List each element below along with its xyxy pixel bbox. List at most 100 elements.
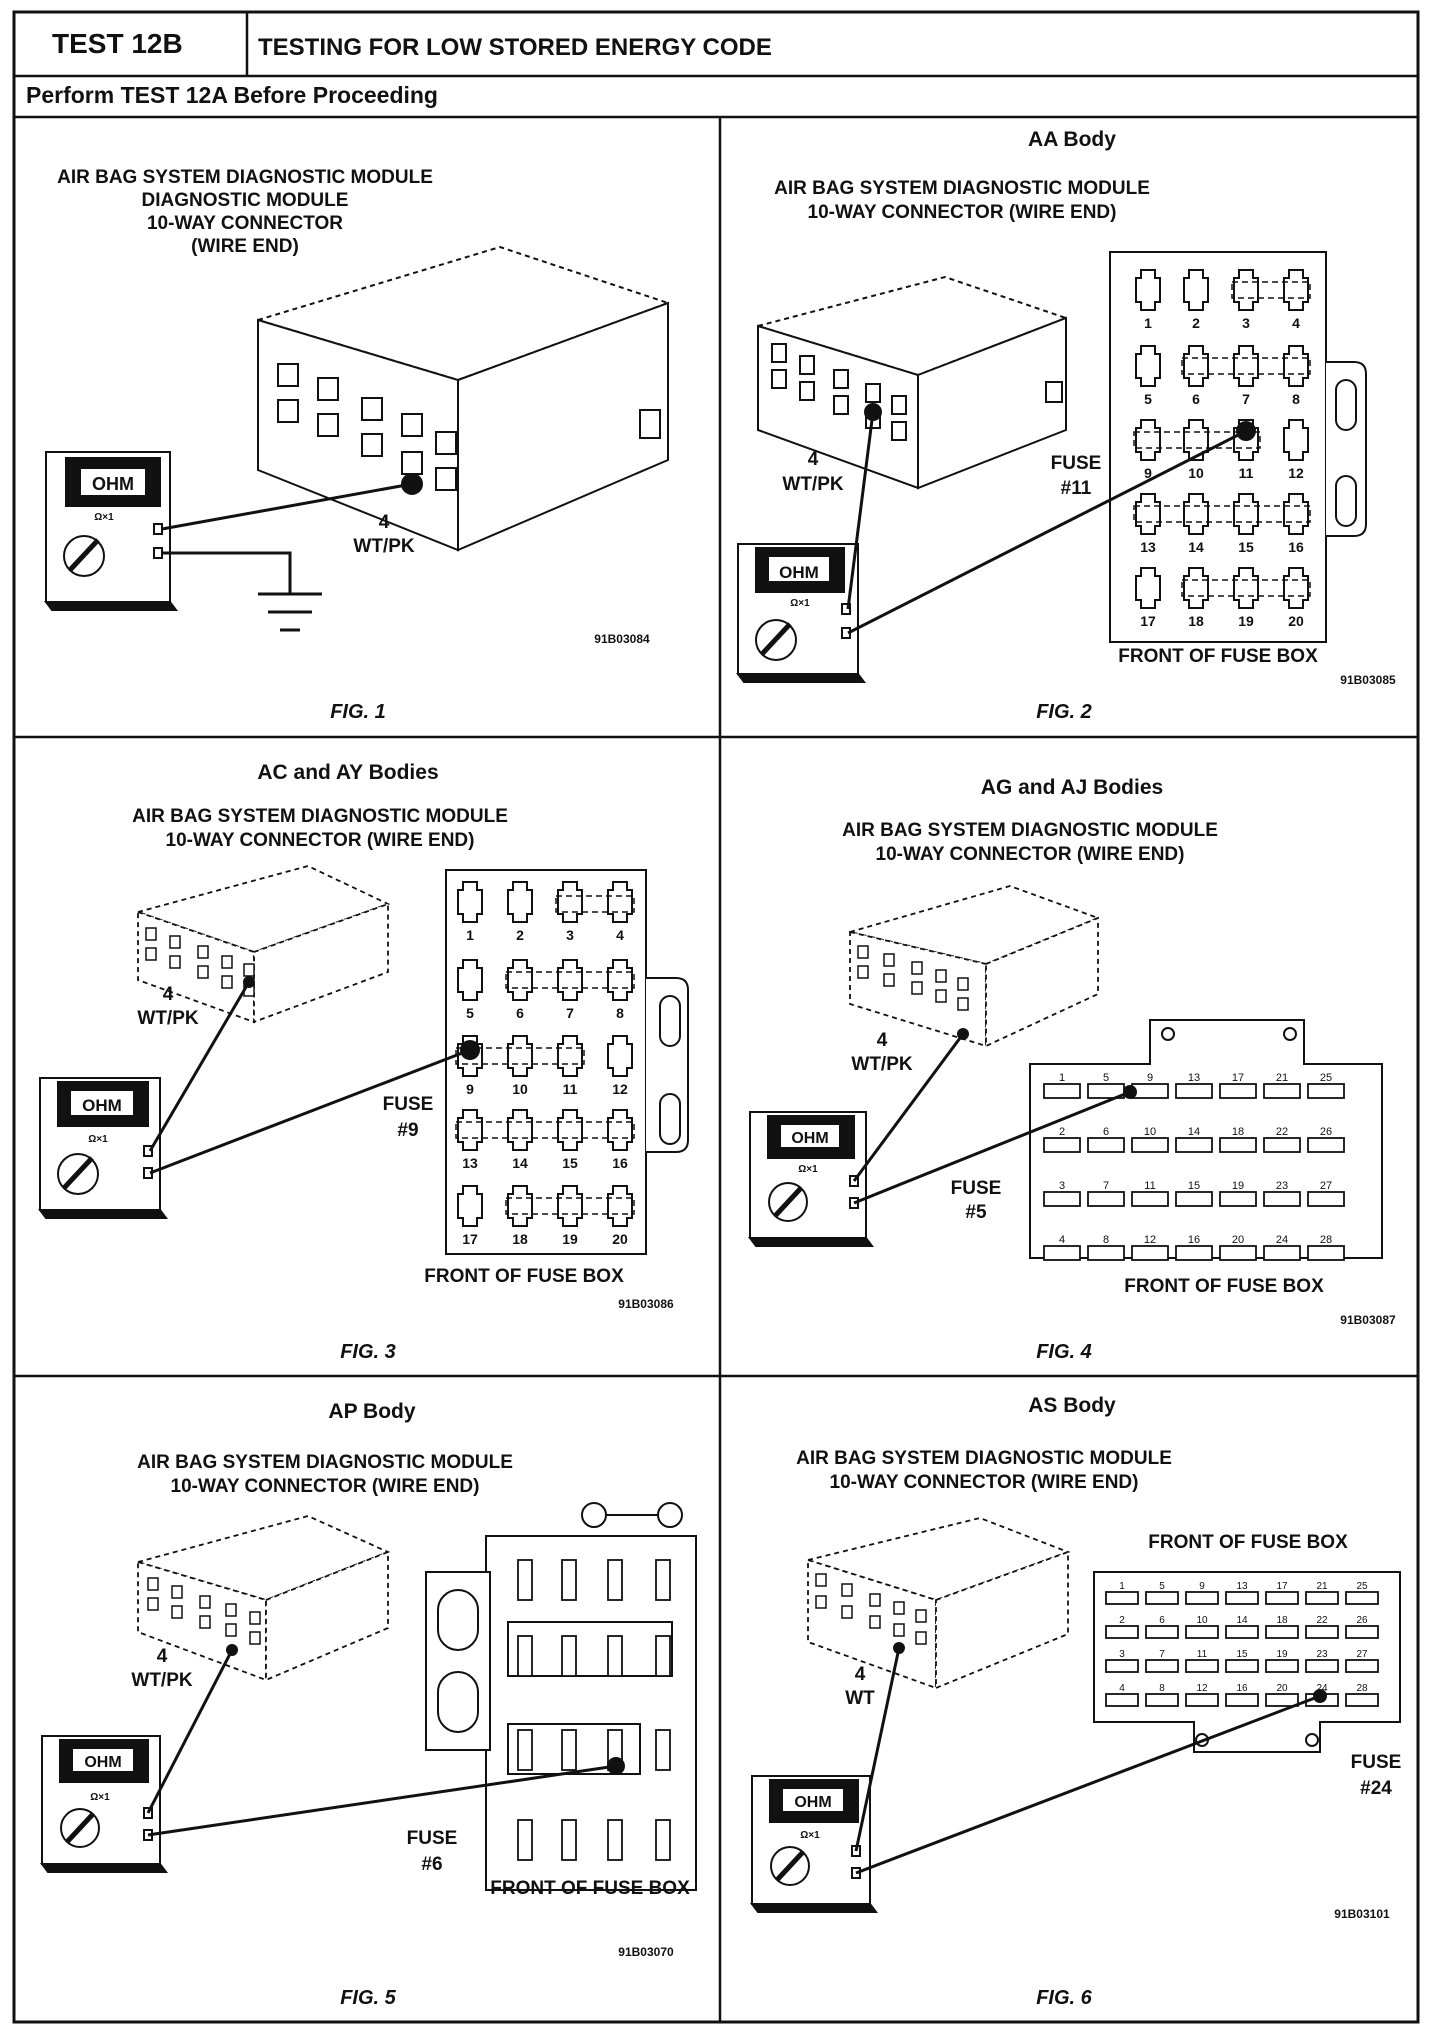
fuse-cavity — [1131, 1137, 1169, 1153]
fig1-pin-number: 4 — [379, 512, 390, 533]
fig2-fuse-box: 1 2 3 4 5 6 7 8 9 10 11 12 13 14 15 16 1… — [1109, 251, 1367, 643]
page-frame — [12, 10, 1420, 2024]
fig3-fuse-num: 13 — [462, 1155, 478, 1171]
figure-3: AC and AY Bodies AIR BAG SYSTEM DIAGNOST… — [38, 761, 689, 1363]
fig6-pin-number: 4 — [855, 1664, 866, 1685]
fig4-lead-pos — [852, 1033, 965, 1182]
fuse-cavity — [1175, 1083, 1213, 1099]
fuse-cavity — [1265, 1693, 1299, 1707]
fig3-fuse-num: 7 — [566, 1005, 574, 1021]
fuse-cavity-number: 1 — [1119, 1581, 1125, 1592]
fig5-ohm-label: OHM — [84, 1754, 121, 1771]
fig3-fuse-num: 5 — [466, 1005, 474, 1021]
fig5-fuse-label: FUSE — [407, 1828, 458, 1849]
fig5-pins — [147, 1577, 261, 1645]
fuse-cavity — [1185, 1659, 1219, 1673]
fuse-cavity — [1043, 1083, 1081, 1099]
fig6-range-label: Ω×1 — [800, 1830, 820, 1841]
fuse-cavity-number: 11 — [1197, 1649, 1208, 1660]
fuse-cavity-number: 12 — [1196, 1683, 1208, 1694]
fuse-cavity — [1219, 1245, 1257, 1261]
fuse-cavity-number: 6 — [1159, 1615, 1165, 1626]
fuse-cavity-number: 7 — [1103, 1180, 1109, 1192]
fig2-ohm-label: OHM — [779, 563, 819, 582]
fuse-cavity-number: 15 — [1188, 1180, 1200, 1192]
fig2-fuse-num: 14 — [1188, 539, 1204, 555]
fig2-fuse-num: 18 — [1188, 613, 1204, 629]
fig2-caption: FIG. 2 — [1036, 701, 1092, 723]
fig3-module-label: AIR BAG SYSTEM DIAGNOSTIC MODULE — [132, 806, 508, 827]
fig4-caption: FIG. 4 — [1036, 1341, 1092, 1363]
fuse-cavity — [1225, 1659, 1259, 1673]
fig6-connector — [804, 1517, 1071, 1690]
fuse-cavity — [1263, 1083, 1301, 1099]
fig4-part-no: 91B03087 — [1340, 1313, 1396, 1327]
fig3-fuse-num: 11 — [563, 1081, 578, 1097]
fuse-cavity-number: 3 — [1119, 1649, 1125, 1660]
fuse-cavity-number: 19 — [1276, 1649, 1288, 1660]
fuse-cavity-number: 8 — [1159, 1683, 1165, 1694]
fig1-lead-pos — [161, 482, 413, 531]
fig3-fuse-num: 1 — [466, 927, 474, 943]
fuse-cavity-number: 7 — [1159, 1649, 1165, 1660]
fuse-cavity — [1307, 1191, 1345, 1207]
fig6-fuse-number: #24 — [1360, 1778, 1392, 1799]
fuse-cavity-number: 25 — [1320, 1072, 1332, 1084]
fuse-cavity — [1307, 1245, 1345, 1261]
fig2-fuse-num: 8 — [1292, 391, 1300, 407]
fuse-cavity — [1105, 1625, 1139, 1639]
fig6-module-label: AIR BAG SYSTEM DIAGNOSTIC MODULE — [796, 1448, 1172, 1469]
fig3-fuse-num: 17 — [462, 1231, 478, 1247]
fuse-cavity — [1345, 1659, 1379, 1673]
fig2-lead-neg — [847, 429, 1247, 635]
fig3-connector-label: 10-WAY CONNECTOR (WIRE END) — [166, 830, 475, 851]
fig5-connector-label: 10-WAY CONNECTOR (WIRE END) — [171, 1476, 480, 1497]
fuse-cavity-number: 2 — [1059, 1126, 1065, 1138]
fig3-fuse-num: 4 — [616, 927, 624, 943]
fig2-pin-number: 4 — [808, 449, 819, 470]
fuse-cavity — [1145, 1591, 1179, 1605]
fuse-cavity-number: 8 — [1103, 1234, 1109, 1246]
fuse-cavity — [1345, 1693, 1379, 1707]
fuse-cavity — [1219, 1191, 1257, 1207]
fig1-diag-label: DIAGNOSTIC MODULE — [142, 190, 349, 211]
fuse-cavity — [1145, 1693, 1179, 1707]
fuse-cavity — [1145, 1625, 1179, 1639]
fuse-cavity — [1131, 1245, 1169, 1261]
fuse-cavity-number: 28 — [1320, 1234, 1332, 1246]
figure-4: AG and AJ Bodies AIR BAG SYSTEM DIAGNOST… — [748, 776, 1396, 1363]
fig5-lead-pos — [146, 1649, 234, 1814]
fuse-cavity-number: 10 — [1196, 1615, 1208, 1626]
fuse-cavity — [1185, 1591, 1219, 1605]
fig2-module-label: AIR BAG SYSTEM DIAGNOSTIC MODULE — [774, 178, 1150, 199]
fuse-cavity — [1175, 1137, 1213, 1153]
fig2-fuse-num: 2 — [1192, 315, 1200, 331]
fuse-cavity-number: 28 — [1356, 1683, 1368, 1694]
fuse-cavity-number: 3 — [1059, 1180, 1065, 1192]
fig3-pin-number: 4 — [163, 984, 174, 1005]
fig2-fuse-number: #11 — [1061, 478, 1092, 499]
fuse-cavity-number: 12 — [1144, 1234, 1156, 1246]
fig1-range-label: Ω×1 — [94, 512, 114, 523]
fig2-fuse-num: 3 — [1242, 315, 1250, 331]
fuse-cavity-number: 22 — [1276, 1126, 1288, 1138]
fig2-wire-color: WT/PK — [782, 474, 843, 495]
fig6-connector-label: 10-WAY CONNECTOR (WIRE END) — [830, 1472, 1139, 1493]
fuse-cavity — [1305, 1591, 1339, 1605]
fuse-cavity-number: 18 — [1276, 1615, 1288, 1626]
fig3-fuse-box-label: FRONT OF FUSE BOX — [424, 1266, 624, 1287]
figure-5: AP Body AIR BAG SYSTEM DIAGNOSTIC MODULE… — [40, 1400, 697, 2009]
fuse-cavity — [1225, 1625, 1259, 1639]
fig3-fuse-num: 6 — [516, 1005, 524, 1021]
fuse-cavity-number: 5 — [1103, 1072, 1109, 1084]
fig3-part-no: 91B03086 — [618, 1297, 674, 1311]
fuse-cavity-number: 21 — [1316, 1581, 1328, 1592]
fig6-lead-pos — [854, 1647, 901, 1852]
fig5-fuse-number: #6 — [421, 1854, 442, 1875]
fuse-cavity — [1105, 1659, 1139, 1673]
fig1-wire-color: WT/PK — [353, 536, 414, 557]
fuse-cavity-number: 26 — [1356, 1615, 1368, 1626]
fig2-fuse-num: 20 — [1288, 613, 1304, 629]
fig3-fuse-num: 15 — [562, 1155, 578, 1171]
fig2-fuse-num: 4 — [1292, 315, 1300, 331]
